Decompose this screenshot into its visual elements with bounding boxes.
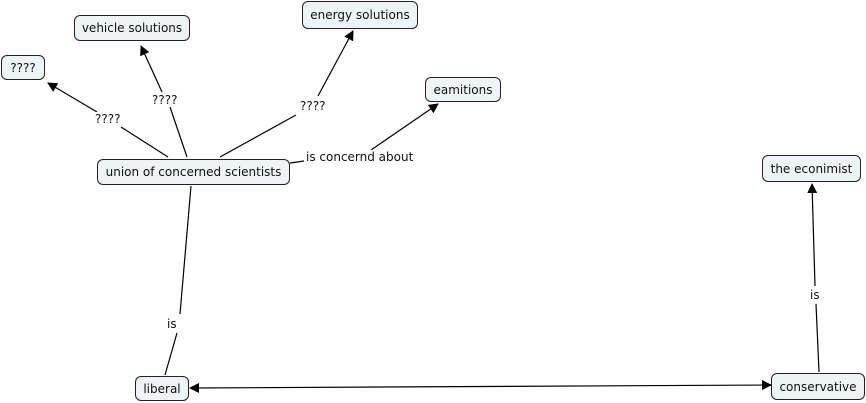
edge-label-to-eamitions bbox=[370, 103, 439, 151]
link-label-conservative-economist[interactable]: is bbox=[809, 288, 821, 302]
concept-eamitions[interactable]: eamitions bbox=[425, 77, 501, 102]
concept-vehicle-solutions[interactable]: vehicle solutions bbox=[74, 15, 190, 41]
concept-liberal[interactable]: liberal bbox=[135, 376, 189, 401]
edge-label-to-unknown bbox=[47, 82, 98, 113]
link-label-ucs-liberal[interactable]: is bbox=[166, 317, 178, 331]
link-label-ucs-vehicle[interactable]: ???? bbox=[151, 93, 179, 107]
concept-union-of-concerned-scientists[interactable]: union of concerned scientists bbox=[97, 159, 290, 185]
edge-label-to-liberal bbox=[164, 332, 178, 376]
edge-label-to-economist bbox=[807, 183, 818, 287]
edge-ucs-to-label bbox=[120, 126, 169, 158]
concept-energy-solutions[interactable]: energy solutions bbox=[302, 1, 418, 29]
concept-unknown[interactable]: ???? bbox=[1, 55, 45, 80]
link-label-ucs-eamitions[interactable]: is concernd about bbox=[305, 150, 415, 164]
concept-conservative[interactable]: conservative bbox=[771, 373, 865, 400]
link-label-ucs-energy[interactable]: ???? bbox=[299, 99, 327, 113]
edge-conservative-to-label bbox=[815, 303, 820, 373]
edge-label-to-vehicle bbox=[140, 45, 163, 93]
edge-ucs-to-label bbox=[219, 114, 297, 158]
edge-ucs-to-label bbox=[179, 185, 192, 315]
concept-the-econimist[interactable]: the econimist bbox=[762, 155, 861, 182]
edge-ucs-to-label bbox=[289, 160, 305, 164]
link-label-ucs-unknown[interactable]: ???? bbox=[94, 112, 122, 126]
edge-liberal-conservative bbox=[189, 380, 772, 393]
edge-ucs-to-label bbox=[169, 106, 188, 158]
edge-label-to-energy bbox=[317, 30, 354, 97]
